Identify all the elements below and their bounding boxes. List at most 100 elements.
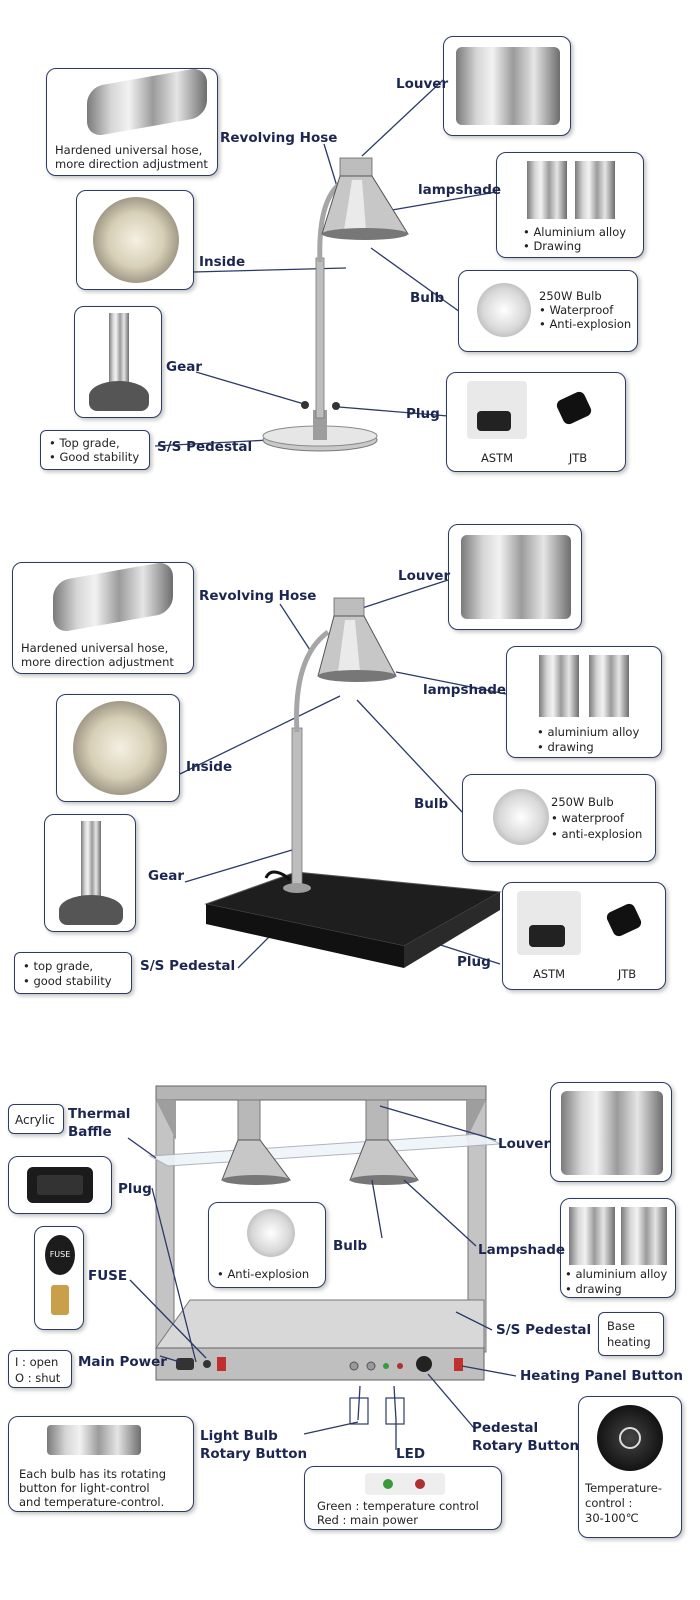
louver-callout [443, 36, 571, 136]
hose-image [87, 69, 207, 138]
lampshade-callout: • aluminium alloy • drawing [560, 1198, 676, 1298]
label-lampshade: lampshade [423, 682, 507, 698]
lampshade-bullet-1: • aluminium alloy [537, 725, 640, 739]
gear-callout [44, 814, 136, 932]
label-pedestal: S/S Pedestal [140, 958, 236, 974]
base-heating-callout: Base heating [598, 1312, 664, 1356]
bulb-anti-explosion: • Anti-explosion [217, 1267, 310, 1281]
inside-callout [56, 694, 180, 802]
hose-callout: Hardened universal hose, more direction … [46, 68, 218, 176]
led-callout: Green : temperature control Red : main p… [304, 1466, 502, 1530]
hose-desc-1: Hardened universal hose, [55, 143, 203, 157]
hose-callout: Hardened universal hose, more direction … [12, 562, 194, 674]
label-louver: Louver [396, 76, 449, 92]
pedestal-bullet-2: • good stability [23, 974, 112, 988]
label-heating-panel-button: Heating Panel Button [520, 1368, 684, 1384]
label-plug: Plug [118, 1181, 152, 1197]
bulb-bullet-2: • Waterproof [539, 303, 614, 317]
temp-text-1: Temperature- [585, 1481, 662, 1495]
lampshade-sample-2 [589, 655, 629, 717]
label-thermal: Thermal [68, 1106, 131, 1122]
label-pedestal-rotary-2: Rotary Button [472, 1438, 580, 1454]
lampshade-bullet-2: • drawing [565, 1282, 622, 1296]
lampshade-callout: • Aluminium alloy • Drawing [496, 152, 644, 258]
gear-callout [74, 306, 162, 418]
label-pedestal: S/S Pedestal [157, 439, 253, 455]
label-gear: Gear [166, 359, 203, 375]
label-pedestal: S/S Pedestal [496, 1322, 592, 1338]
plug-jtb-caption: JTB [568, 451, 588, 465]
panel-double-lamp-station: Acrylic Thermal Baffle Louver Plug • Ant… [0, 1040, 700, 1600]
plug-jtb-caption: JTB [617, 967, 637, 981]
label-bulb: Bulb [414, 796, 449, 812]
label-plug: Plug [406, 406, 440, 422]
lampshade-callout: • aluminium alloy • drawing [506, 646, 662, 758]
label-louver: Louver [498, 1136, 551, 1152]
bulb-bullet-1: 250W Bulb [539, 289, 602, 303]
rotary-button-image [47, 1425, 141, 1455]
label-light-bulb: Light Bulb [200, 1428, 278, 1444]
plug-astm-caption: ASTM [532, 967, 566, 981]
heating-text: heating [607, 1335, 651, 1349]
label-bulb: Bulb [410, 290, 445, 306]
acrylic-text: Acrylic [15, 1113, 55, 1127]
pedestal-bullet-2: • Good stability [49, 450, 140, 464]
label-gear: Gear [148, 868, 185, 884]
leader-lines [154, 79, 497, 452]
lampshade-bullet-2: • drawing [537, 740, 594, 754]
label-revolving-hose: Revolving Hose [220, 130, 338, 146]
temp-text-2: control : [585, 1496, 633, 1510]
fuse-holder [51, 1285, 69, 1315]
inside-callout [76, 190, 194, 290]
rotary-button-callout: Each bulb has its rotating button for li… [8, 1416, 194, 1512]
fuse-callout: FUSE [34, 1226, 84, 1330]
led-red: Red : main power [317, 1513, 418, 1527]
led-green: Green : temperature control [317, 1499, 479, 1513]
inside-image [93, 197, 179, 283]
base-text: Base [607, 1319, 636, 1333]
leader-lines [127, 1085, 517, 1450]
shut-text: O : shut [15, 1371, 61, 1385]
label-pedestal-rotary-1: Pedestal [472, 1420, 539, 1436]
fuse-image: FUSE [45, 1235, 75, 1275]
hose-image [53, 563, 173, 634]
lampshade-sample-1 [539, 655, 579, 717]
gear-pole [81, 821, 101, 897]
gear-image [89, 381, 149, 411]
label-louver: Louver [398, 568, 451, 584]
bulb-callout: 250W Bulb • Waterproof • Anti-explosion [458, 270, 638, 352]
lampshade-sample-1 [527, 161, 567, 219]
lampshade-sample-1 [569, 1207, 615, 1265]
label-lampshade: lampshade [418, 182, 502, 198]
each-bulb-3: and temperature-control. [19, 1495, 165, 1509]
power-switch-callout: I : open O : shut [8, 1350, 72, 1388]
pedestal-bullet-1: • top grade, [23, 959, 94, 973]
label-inside: Inside [199, 254, 246, 270]
label-fuse: FUSE [88, 1268, 128, 1284]
bulb-callout: 250W Bulb • waterproof • anti-explosion [462, 774, 656, 862]
socket-image [27, 1167, 93, 1203]
panel-lamp-round-base: Hardened universal hose, more direction … [0, 0, 700, 500]
pedestal-bullet-1: • Top grade, [49, 436, 120, 450]
bulb-image [247, 1209, 295, 1257]
label-revolving-hose: Revolving Hose [199, 588, 317, 604]
plug-astm-caption: ASTM [480, 451, 514, 465]
hose-desc-1: Hardened universal hose, [21, 641, 169, 655]
temp-text-3: 30-100℃ [585, 1511, 639, 1525]
plug-callout [8, 1156, 112, 1214]
inside-image [73, 701, 167, 795]
bulb-bullet-3: • Anti-explosion [539, 317, 632, 331]
louver-callout [448, 524, 582, 630]
each-bulb-2: button for light-control [19, 1481, 150, 1495]
temperature-knob [597, 1405, 663, 1471]
open-text: I : open [15, 1355, 59, 1369]
leader-lines [179, 579, 507, 969]
label-rotary-button: Rotary Button [200, 1446, 308, 1462]
lampshade-sample-2 [575, 161, 615, 219]
bulb-image [477, 283, 531, 337]
louver-image [561, 1091, 663, 1175]
label-bulb: Bulb [333, 1238, 368, 1254]
plug-callout: ASTM JTB [502, 882, 666, 990]
hose-desc-2: more direction adjustment [21, 655, 174, 669]
temperature-callout: Temperature- control : 30-100℃ [578, 1396, 682, 1538]
